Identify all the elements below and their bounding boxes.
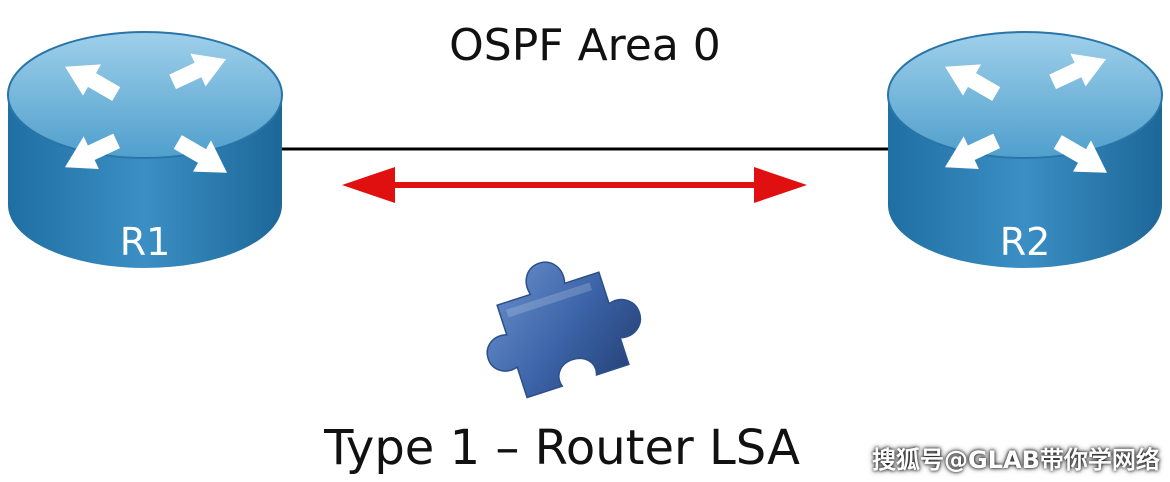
bidirectional-arrow	[342, 167, 807, 203]
puzzle-piece-icon	[486, 261, 642, 399]
watermark: 搜狐号@GLAB带你学网络	[872, 446, 1160, 474]
router-r2[interactable]: R2	[887, 31, 1163, 268]
router-icon	[64, 53, 227, 173]
router-r1[interactable]: R1	[7, 31, 283, 268]
area-title: OSPF Area 0	[449, 20, 721, 71]
lsa-caption: Type 1 – Router LSA	[323, 420, 800, 476]
router-icon	[944, 53, 1107, 173]
router-label-r2: R2	[1000, 220, 1051, 264]
router-label-r1: R1	[120, 220, 171, 264]
